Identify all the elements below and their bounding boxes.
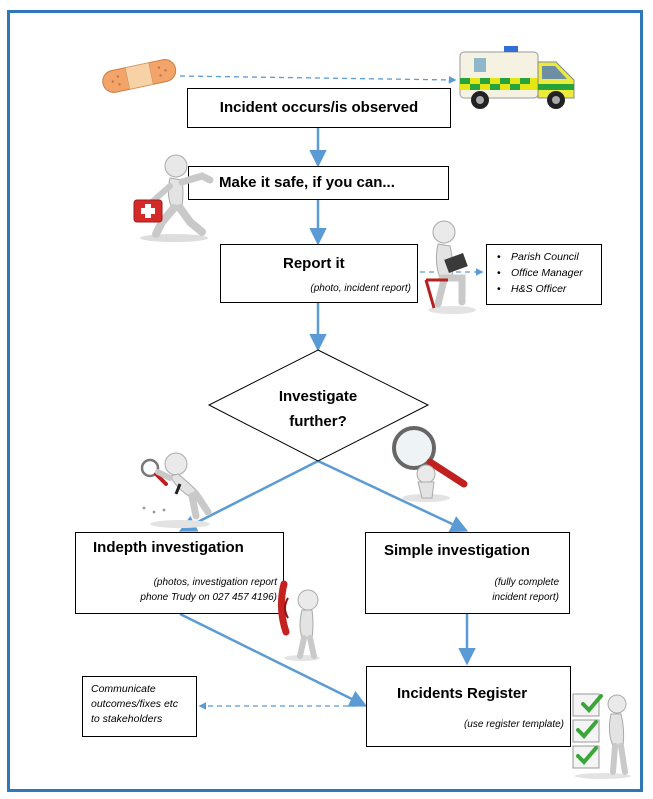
dashed-bandage-to-ambulance xyxy=(179,75,457,84)
indepth-investigation-box: Indepth investigation (photos, investiga… xyxy=(75,532,284,614)
investigate-line2: further? xyxy=(289,413,347,430)
arrow-investigate-to-indepth xyxy=(178,459,319,532)
make-safe-title: Make it safe, if you can... xyxy=(219,174,395,191)
communicate-line: to stakeholders xyxy=(91,713,163,725)
indepth-title: Indepth investigation xyxy=(93,539,244,556)
communicate-box: Communicate outcomes/fixes etc to stakeh… xyxy=(82,676,197,737)
incident-title: Incident occurs/is observed xyxy=(219,99,419,116)
simple-note: (fully complete incident report) xyxy=(492,575,559,605)
investigate-decision-label: Investigate further? xyxy=(250,384,386,434)
simple-note-line2: incident report) xyxy=(492,592,559,603)
arrow-investigate-to-simple xyxy=(317,459,469,532)
notify-item: Parish Council xyxy=(497,249,601,265)
communicate-line: Communicate xyxy=(91,683,156,695)
register-title: Incidents Register xyxy=(397,685,528,702)
communicate-line: outcomes/fixes etc xyxy=(91,698,178,710)
bandage-icon xyxy=(102,59,177,93)
first-aid-runner-icon xyxy=(133,154,214,242)
simple-note-line1: (fully complete xyxy=(494,577,559,588)
investigate-line1: Investigate xyxy=(278,388,358,405)
indepth-note-line1: (photos, investigation report xyxy=(153,577,277,588)
investigate-diamond xyxy=(207,349,430,462)
magnifier-icon xyxy=(392,426,468,502)
simple-title: Simple investigation xyxy=(384,542,530,559)
checklist-icon xyxy=(572,693,631,779)
make-safe-box: Make it safe, if you can... xyxy=(188,166,449,200)
notify-list-box: Parish Council Office Manager H&S Office… xyxy=(486,244,602,305)
indepth-note: (photos, investigation report phone Trud… xyxy=(140,575,277,605)
register-note: (use register template) xyxy=(463,719,564,730)
indepth-note-line2: phone Trudy on 027 457 4196) xyxy=(140,592,277,603)
phone-person-icon xyxy=(277,580,320,661)
ambulance-icon xyxy=(459,46,575,109)
report-note: (photo, incident report) xyxy=(310,283,411,294)
clipboard-person-icon xyxy=(424,220,476,314)
report-box: Report it (photo, incident report) xyxy=(220,244,418,303)
notify-item: H&S Officer xyxy=(497,281,601,297)
incident-box: Incident occurs/is observed xyxy=(187,88,451,128)
magnifier-person-icon xyxy=(140,452,212,528)
simple-investigation-box: Simple investigation (fully complete inc… xyxy=(365,532,570,614)
arrow-indepth-to-register xyxy=(179,612,368,707)
report-title: Report it xyxy=(283,255,345,272)
diagram-frame xyxy=(7,10,643,792)
notify-item: Office Manager xyxy=(497,265,601,281)
incidents-register-box: Incidents Register (use register templat… xyxy=(366,666,571,747)
